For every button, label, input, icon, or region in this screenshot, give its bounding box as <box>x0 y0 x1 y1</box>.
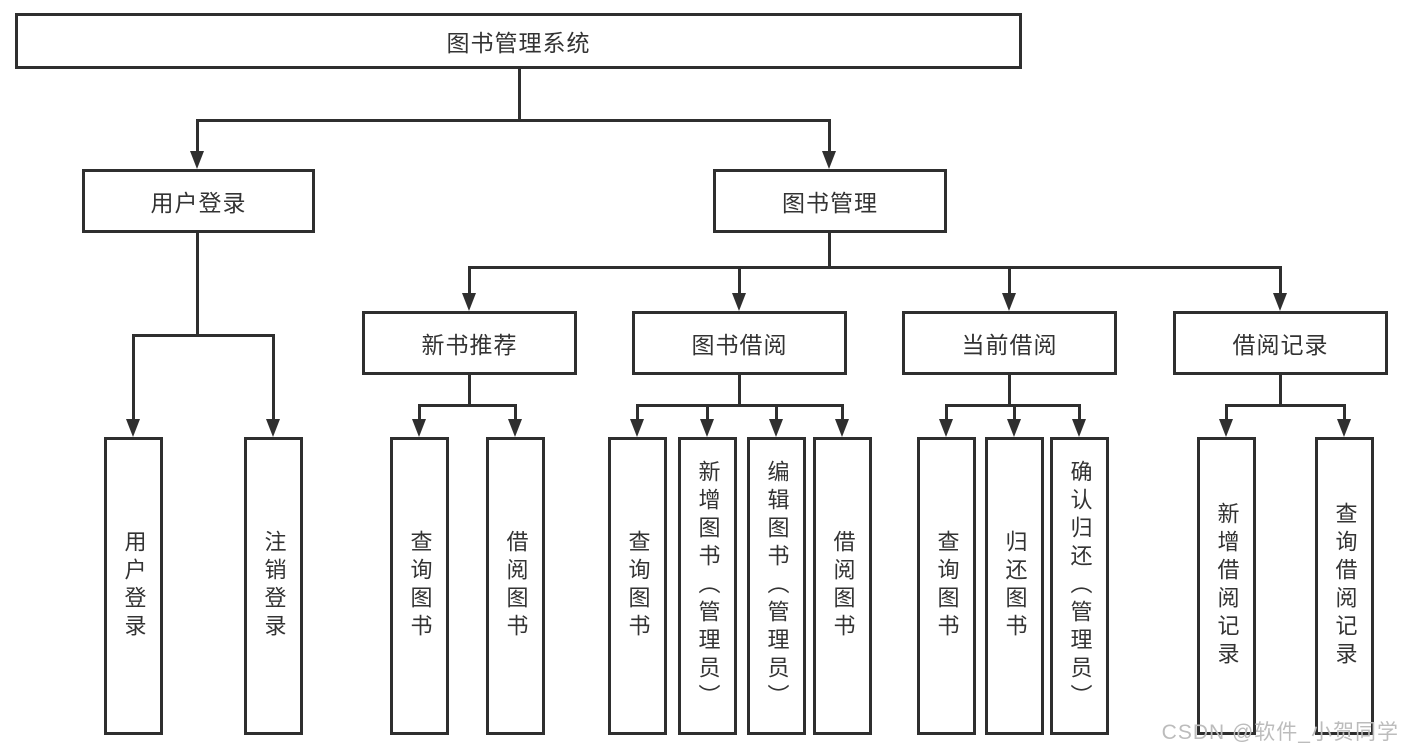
node-root-label: 图书管理系统 <box>446 30 591 56</box>
connector-line <box>738 266 741 296</box>
connector-line <box>945 404 948 421</box>
connector-line <box>1225 404 1346 407</box>
connector-line <box>514 404 517 421</box>
connector-line <box>1008 266 1011 296</box>
node-book-borrow-label: 图书借阅 <box>691 332 788 358</box>
arrow-down-icon <box>1337 419 1351 437</box>
leaf-record-query-label: 查询借阅记录 <box>1332 502 1358 670</box>
leaf-current-confirm-label: 确认归还（管理员） <box>1067 460 1093 712</box>
leaf-current-query: 查询图书 <box>917 437 976 735</box>
connector-line <box>196 233 199 337</box>
connector-line <box>775 404 778 421</box>
connector-line <box>1279 375 1282 407</box>
node-root: 图书管理系统 <box>15 13 1022 69</box>
arrow-down-icon <box>1002 293 1016 311</box>
connector-line <box>418 404 421 421</box>
connector-line <box>738 375 741 407</box>
connector-line <box>468 266 471 296</box>
connector-line <box>706 404 709 421</box>
leaf-newbook-query-label: 查询图书 <box>407 530 433 642</box>
arrow-down-icon <box>412 419 426 437</box>
arrow-down-icon <box>190 151 204 169</box>
arrow-down-icon <box>1072 419 1086 437</box>
arrow-down-icon <box>1007 419 1021 437</box>
arrow-down-icon <box>769 419 783 437</box>
connector-line <box>1078 404 1081 421</box>
node-user-login-label: 用户登录 <box>150 190 247 216</box>
arrow-down-icon <box>700 419 714 437</box>
node-borrow-record: 借阅记录 <box>1173 311 1388 375</box>
node-book-management-label: 图书管理 <box>782 190 878 216</box>
leaf-borrow-query-label: 查询图书 <box>625 530 651 642</box>
leaf-borrow-add-label: 新增图书（管理员） <box>695 460 721 712</box>
leaf-borrow-edit-label: 编辑图书（管理员） <box>764 460 790 712</box>
connector-line <box>1279 266 1282 296</box>
connector-line <box>1225 404 1228 421</box>
node-book-borrow: 图书借阅 <box>632 311 847 375</box>
connector-line <box>196 119 199 153</box>
node-current-borrow-label: 当前借阅 <box>961 332 1058 358</box>
connector-line <box>132 334 135 422</box>
leaf-logout: 注销登录 <box>244 437 303 735</box>
arrow-down-icon <box>1219 419 1233 437</box>
connector-line <box>418 404 517 407</box>
leaf-newbook-borrow: 借阅图书 <box>486 437 545 735</box>
leaf-current-query-label: 查询图书 <box>934 530 960 642</box>
leaf-current-return: 归还图书 <box>985 437 1044 735</box>
connector-line <box>828 119 831 153</box>
csdn-watermark: CSDN @软件_小贺同学 <box>1161 721 1399 744</box>
leaf-newbook-query: 查询图书 <box>390 437 449 735</box>
leaf-borrow-query: 查询图书 <box>608 437 667 735</box>
leaf-borrow-borrow-label: 借阅图书 <box>830 530 856 642</box>
leaf-record-query: 查询借阅记录 <box>1315 437 1374 735</box>
connector-line <box>518 69 521 121</box>
leaf-newbook-borrow-label: 借阅图书 <box>503 530 529 642</box>
connector-line <box>1008 375 1011 407</box>
connector-line <box>468 266 1282 269</box>
arrow-down-icon <box>630 419 644 437</box>
arrow-down-icon <box>508 419 522 437</box>
arrow-down-icon <box>266 419 280 437</box>
leaf-user-login: 用户登录 <box>104 437 163 735</box>
node-book-management: 图书管理 <box>713 169 947 233</box>
node-user-login: 用户登录 <box>82 169 315 233</box>
leaf-user-login-label: 用户登录 <box>121 530 147 642</box>
connector-line <box>636 404 639 421</box>
node-current-borrow: 当前借阅 <box>902 311 1117 375</box>
arrow-down-icon <box>126 419 140 437</box>
connector-line <box>841 404 844 421</box>
arrow-down-icon <box>939 419 953 437</box>
leaf-borrow-borrow: 借阅图书 <box>813 437 872 735</box>
leaf-current-confirm: 确认归还（管理员） <box>1050 437 1109 735</box>
arrow-down-icon <box>462 293 476 311</box>
node-new-book-recommend: 新书推荐 <box>362 311 577 375</box>
leaf-borrow-add: 新增图书（管理员） <box>678 437 737 735</box>
connector-line <box>468 375 471 407</box>
arrow-down-icon <box>822 151 836 169</box>
arrow-down-icon <box>835 419 849 437</box>
node-borrow-record-label: 借阅记录 <box>1232 332 1329 358</box>
connector-line <box>1343 404 1346 421</box>
connector-line <box>197 119 831 122</box>
connector-line <box>1013 404 1016 421</box>
connector-line <box>636 404 844 407</box>
leaf-current-return-label: 归还图书 <box>1002 530 1028 642</box>
connector-line <box>828 233 831 269</box>
arrow-down-icon <box>732 293 746 311</box>
arrow-down-icon <box>1273 293 1287 311</box>
leaf-borrow-edit: 编辑图书（管理员） <box>747 437 806 735</box>
connector-line <box>132 334 275 337</box>
leaf-record-add: 新增借阅记录 <box>1197 437 1256 735</box>
leaf-logout-label: 注销登录 <box>261 530 287 642</box>
leaf-record-add-label: 新增借阅记录 <box>1214 502 1240 670</box>
connector-line <box>272 334 275 422</box>
node-new-book-recommend-label: 新书推荐 <box>421 332 518 358</box>
